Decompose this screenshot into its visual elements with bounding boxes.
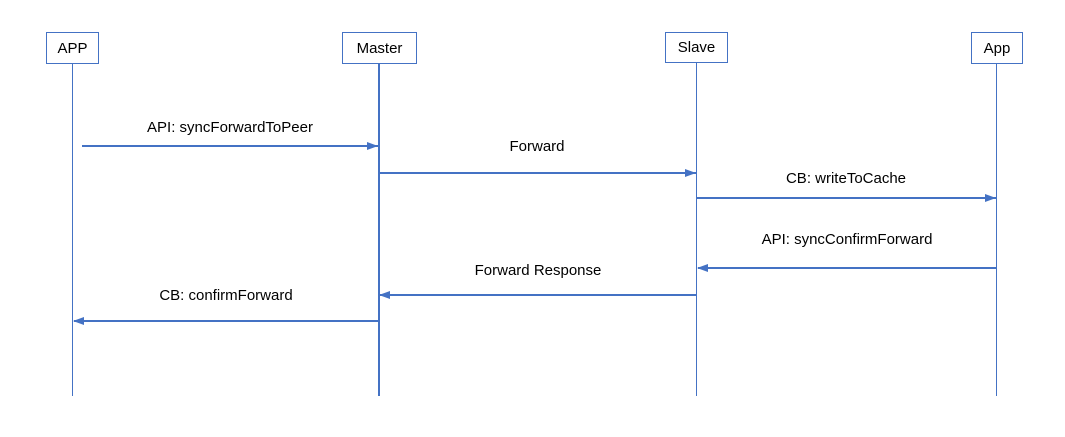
message-label-write-to-cache: CB: writeToCache bbox=[785, 170, 907, 187]
arrowhead-right-icon bbox=[985, 193, 996, 202]
arrowhead-left-icon bbox=[73, 316, 84, 325]
actor-label-master: Master bbox=[356, 39, 403, 57]
actor-label-app-right: App bbox=[983, 39, 1011, 57]
lifeline-slave bbox=[695, 63, 697, 396]
message-line-confirm-forward bbox=[74, 320, 378, 322]
message-label-forward-response: Forward Response bbox=[474, 262, 602, 279]
actor-label-app-left: APP bbox=[57, 39, 88, 57]
lifeline-app-right bbox=[995, 64, 997, 396]
arrowhead-right-icon bbox=[685, 168, 696, 177]
actor-box-slave: Slave bbox=[665, 32, 728, 63]
message-line-forward-response bbox=[380, 294, 696, 296]
message-label-confirm-forward: CB: confirmForward bbox=[159, 287, 293, 304]
message-line-forward bbox=[378, 172, 696, 174]
arrowhead-right-icon bbox=[367, 141, 378, 150]
actor-box-master: Master bbox=[342, 32, 417, 64]
message-label-sync-confirm-forward: API: syncConfirmForward bbox=[761, 231, 933, 248]
message-label-sync-forward-to-peer: API: syncForwardToPeer bbox=[147, 119, 313, 136]
actor-label-slave: Slave bbox=[677, 39, 716, 56]
message-line-sync-forward-to-peer bbox=[82, 145, 378, 147]
lifeline-app-left bbox=[71, 64, 73, 396]
message-line-sync-confirm-forward bbox=[698, 267, 996, 269]
message-label-forward: Forward bbox=[509, 138, 565, 155]
actor-box-app-left: APP bbox=[46, 32, 99, 64]
lifeline-master bbox=[378, 64, 380, 396]
arrowhead-left-icon bbox=[697, 263, 708, 272]
actor-box-app-right: App bbox=[971, 32, 1023, 64]
arrowhead-left-icon bbox=[379, 290, 390, 299]
message-line-write-to-cache bbox=[696, 197, 996, 199]
